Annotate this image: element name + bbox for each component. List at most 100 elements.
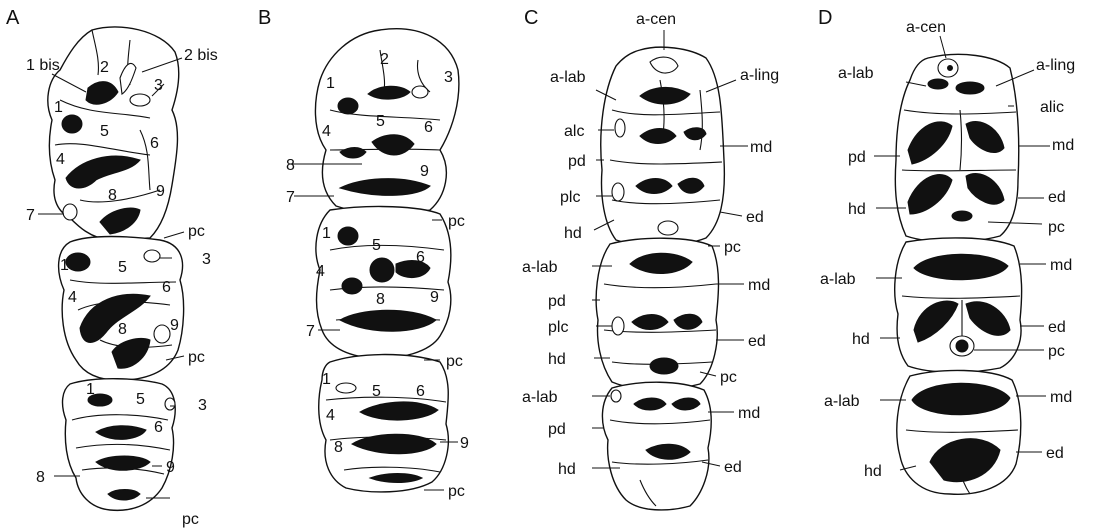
panel-b-label-9c: 9 [460, 435, 469, 452]
panel-c-label-pd3: pd [548, 421, 566, 438]
panel-d-label-alab3: a-lab [824, 393, 860, 410]
panel-c-fossette-pc1 [658, 221, 678, 235]
panel-b-label-9b: 9 [430, 289, 439, 306]
panel-b-label-5c: 5 [372, 383, 381, 400]
panel-b-label-6b: 6 [416, 249, 425, 266]
panel-a-label-9c: 9 [166, 459, 175, 476]
panel-c-tooth-1-outline [601, 47, 725, 246]
panel-c: C a-cen a-lab a-ling alc md pd plc [522, 7, 779, 510]
panel-b-label-4b: 4 [316, 263, 325, 280]
panel-b-label-9a: 9 [420, 163, 429, 180]
panel-b-label-1b: 1 [322, 225, 331, 242]
panel-b-label-8c: 8 [334, 439, 343, 456]
panel-c-label-alc: alc [564, 123, 584, 140]
panel-b-t3-fossette-1 [336, 383, 356, 393]
panel-d-fossette-pc1 [952, 211, 972, 221]
panel-c-fossette-plc [612, 183, 624, 201]
panel-a-label-7a: 7 [26, 207, 35, 224]
panel-b-label-2: 2 [380, 51, 389, 68]
panel-b-label-5b: 5 [372, 237, 381, 254]
panel-b-label-1c: 1 [322, 371, 331, 388]
panel-b-label-4a: 4 [322, 123, 331, 140]
panel-d-label-ed2: ed [1048, 319, 1066, 336]
panel-a-t2-fossette-3 [144, 250, 160, 262]
panel-c-label-alab1: a-lab [550, 69, 586, 86]
panel-a-label-3a: 3 [154, 77, 163, 94]
panel-a-label-4a: 4 [56, 151, 65, 168]
panel-a-label-8a: 8 [108, 187, 117, 204]
panel-a-label-5c: 5 [136, 391, 145, 408]
panel-a-fossette-1 [62, 115, 82, 133]
panel-b-label-pc3: pc [448, 483, 465, 500]
panel-d-label-alab2: a-lab [820, 271, 856, 288]
panel-b-tooth-3-outline [319, 355, 449, 492]
panel-c-label-md3: md [738, 405, 760, 422]
panel-b-letter: B [258, 7, 271, 29]
panel-d-fossette-alab [928, 79, 948, 89]
panel-d-label-md1: md [1052, 137, 1074, 154]
panel-d-label-aling: a-ling [1036, 57, 1075, 74]
panel-c-label-aling: a-ling [740, 67, 779, 84]
panel-c-label-pd2: pd [548, 293, 566, 310]
panel-b-label-1a: 1 [326, 75, 335, 92]
panel-b-label-5a: 5 [376, 113, 385, 130]
panel-d-label-alab1: a-lab [838, 65, 874, 82]
panel-d-label-ed3: ed [1046, 445, 1064, 462]
panel-a-t3-fossette-3 [165, 398, 175, 410]
panel-b-t2-fossette-1 [338, 227, 358, 245]
panel-d-label-hd3: hd [864, 463, 882, 480]
panel-c-label-pc1: pc [724, 239, 741, 256]
panel-b-fossette-3 [412, 86, 428, 98]
panel-b-label-4c: 4 [326, 407, 335, 424]
panel-a-t2-fossette-9 [154, 325, 170, 343]
panel-b-label-8b: 8 [376, 291, 385, 308]
panel-a-label-2: 2 [100, 59, 109, 76]
panel-d-fossette-acen-core [948, 66, 953, 71]
panel-a-letter: A [6, 7, 20, 29]
panel-a-label-4b: 4 [68, 289, 77, 306]
panel-d-label-hd1: hd [848, 201, 866, 218]
panel-b-t2-fossette-4 [342, 278, 362, 294]
panel-c-t2-fossette-plc [612, 317, 624, 335]
panel-b-label-pc2: pc [446, 353, 463, 370]
panel-d: D a-cen a-lab a-ling alic pd md [818, 7, 1075, 494]
panel-b-label-6c: 6 [416, 383, 425, 400]
panel-a-fossette-3 [130, 94, 150, 106]
panel-a-label-9b: 9 [170, 317, 179, 334]
panel-c-t3-fossette-alab [611, 390, 621, 402]
panel-c-label-ed3: ed [724, 459, 742, 476]
panel-c-label-alab2: a-lab [522, 259, 558, 276]
panel-a-label-2bis: 2 bis [184, 47, 218, 64]
panel-a-label-1bis: 1 bis [26, 57, 60, 74]
panel-d-label-pc1: pc [1048, 219, 1065, 236]
panel-a-label-5a: 5 [100, 123, 109, 140]
panel-c-letter: C [524, 7, 538, 29]
panel-c-t2-fossette-pc [650, 358, 678, 374]
panel-b: B 2 3 1 5 4 6 8 9 7 pc [258, 7, 469, 500]
panel-d-t2-fossette-pc-core [956, 340, 968, 352]
panel-d-label-pd1: pd [848, 149, 866, 166]
panel-d-label-md3: md [1050, 389, 1072, 406]
panel-d-label-alic: alic [1040, 99, 1064, 116]
panel-c-label-ed1: ed [746, 209, 764, 226]
panel-d-label-acen: a-cen [906, 19, 946, 36]
panel-c-label-ed2: ed [748, 333, 766, 350]
panel-b-label-7b: 7 [306, 323, 315, 340]
panel-d-label-md2: md [1050, 257, 1072, 274]
panel-b-label-3: 3 [444, 69, 453, 86]
panel-c-label-md2: md [748, 277, 770, 294]
panel-a-label-5b: 5 [118, 259, 127, 276]
panel-a: A 1 bis 2 2 bis 3 1 5 [6, 7, 218, 528]
panel-b-fossette-1 [338, 98, 358, 114]
panel-a-label-8b: 8 [118, 321, 127, 338]
panel-c-label-md1: md [750, 139, 772, 156]
panel-a-label-1a: 1 [54, 99, 63, 116]
panel-b-label-7a: 7 [286, 189, 295, 206]
panel-a-label-pc2: pc [188, 349, 205, 366]
panel-c-label-hd3: hd [558, 461, 576, 478]
panel-c-label-plc1: plc [560, 189, 580, 206]
panel-a-label-8c: 8 [36, 469, 45, 486]
panel-a-label-3b: 3 [202, 251, 211, 268]
panel-a-label-6b: 6 [162, 279, 171, 296]
panel-b-label-6a: 6 [424, 119, 433, 136]
